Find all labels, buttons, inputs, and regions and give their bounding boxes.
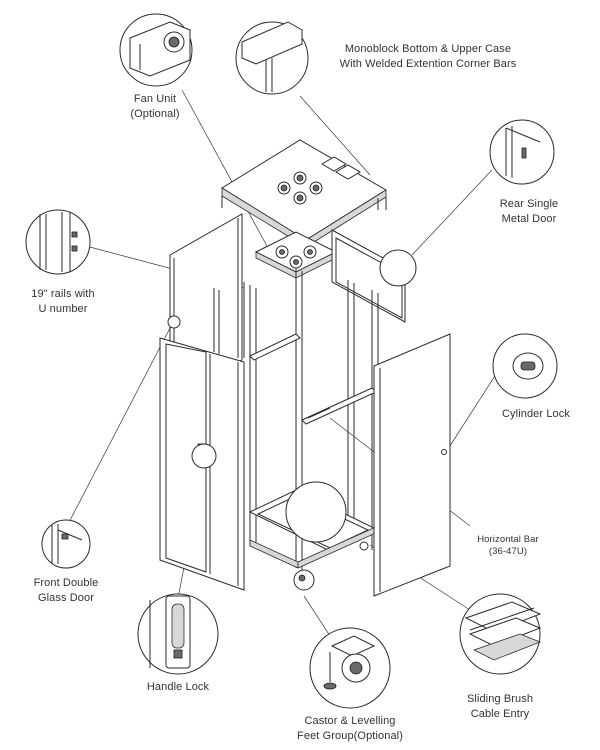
label-rear-door-line1: Rear Single	[499, 198, 559, 210]
label-front-door-line2: Glass Door	[37, 592, 95, 604]
front-door-detail	[41, 519, 91, 569]
monoblock-detail	[235, 21, 309, 95]
label-horizontal-bar-line2: (36-47U)	[488, 546, 528, 557]
rear-door-part	[331, 229, 406, 323]
sliding-brush-detail	[459, 593, 542, 675]
rail-callout-marker	[167, 315, 181, 329]
leader-monoblock	[299, 95, 371, 176]
rear-door-callout-marker	[379, 249, 417, 287]
leader-castor	[303, 595, 331, 637]
cylinder-lock-detail	[492, 333, 558, 399]
label-rails-line2: U number	[38, 303, 88, 315]
label-sliding-brush: Sliding Brush Cable Entry	[452, 692, 548, 722]
label-rear-door: Rear Single Metal Door	[484, 197, 574, 227]
handle-lock-detail	[137, 593, 219, 675]
label-castor-line2: Feet Group(Optional)	[297, 730, 403, 742]
label-sliding-brush-line2: Cable Entry	[470, 708, 530, 720]
label-fan-unit-line2: (Optional)	[130, 108, 180, 120]
label-rails: 19" rails with U number	[18, 287, 108, 317]
label-castor-line1: Castor & Levelling	[304, 715, 396, 727]
label-front-door-line1: Front Double	[33, 577, 99, 589]
label-fan-unit: Fan Unit (Optional)	[122, 92, 188, 122]
label-horizontal-bar: Horizontal Bar (36-47U)	[460, 534, 556, 558]
label-sliding-brush-line1: Sliding Brush	[466, 693, 534, 705]
leader-cylinder-lock	[445, 367, 501, 453]
label-castor: Castor & Levelling Feet Group(Optional)	[282, 714, 418, 744]
label-cylinder-lock-line1: Cylinder Lock	[502, 408, 570, 420]
label-monoblock: Monoblock Bottom & Upper Case With Welde…	[318, 42, 538, 72]
top-cover	[221, 139, 387, 248]
label-horizontal-bar-line1: Horizontal Bar	[477, 534, 539, 545]
rails-detail	[25, 209, 91, 275]
label-monoblock-line2: With Welded Extention Corner Bars	[339, 58, 517, 70]
label-rear-door-line2: Metal Door	[501, 213, 557, 225]
rear-right-metal-door	[373, 333, 451, 597]
label-handle-lock: Handle Lock	[132, 680, 224, 695]
leader-front-door	[65, 327, 171, 529]
label-rails-line1: 19" rails with	[31, 288, 95, 300]
rear-door-detail	[489, 119, 555, 185]
castor-detail	[309, 627, 391, 709]
leader-rear-door	[411, 169, 493, 256]
label-monoblock-line1: Monoblock Bottom & Upper Case	[344, 43, 512, 55]
castor-marker	[293, 569, 315, 591]
leader-fan-unit	[181, 89, 269, 249]
fan-unit-detail	[119, 13, 193, 87]
label-fan-unit-line1: Fan Unit	[133, 93, 177, 105]
handle-callout-marker	[191, 443, 217, 469]
label-front-door: Front Double Glass Door	[18, 576, 114, 606]
label-cylinder-lock: Cylinder Lock	[488, 407, 584, 422]
label-handle-lock-line1: Handle Lock	[146, 681, 210, 693]
fan-unit-part	[254, 231, 338, 279]
horizontal-bar-callout-marker	[285, 481, 347, 543]
